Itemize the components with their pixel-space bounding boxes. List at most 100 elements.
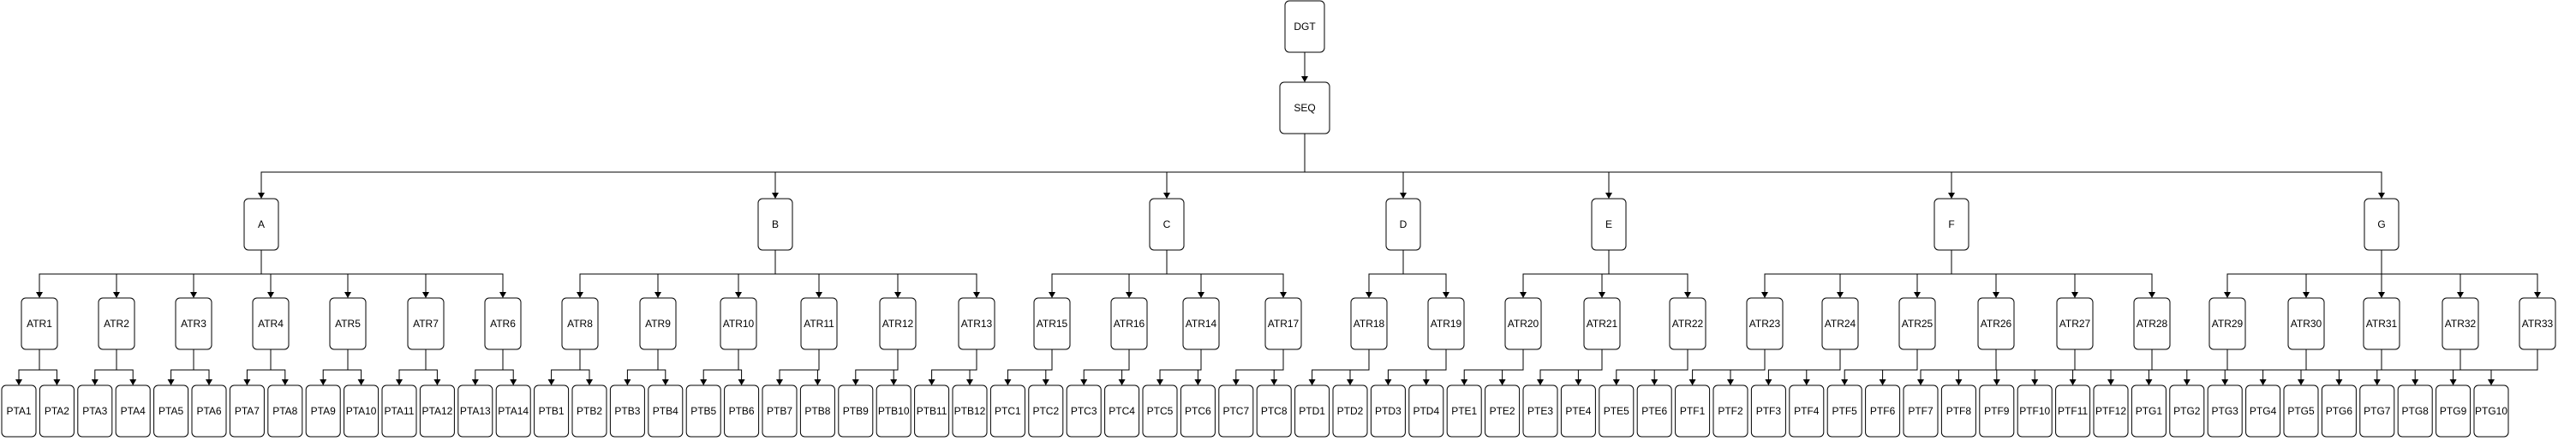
node-atr2[interactable]: ATR2 [98,297,135,350]
node-pta1[interactable]: PTA1 [1,384,37,438]
node-pta9[interactable]: PTA9 [305,384,341,438]
node-ptd1[interactable]: PTD1 [1294,384,1330,438]
node-ptg7[interactable]: PTG7 [2359,384,2395,438]
node-ptg3[interactable]: PTG3 [2207,384,2243,438]
node-group-c[interactable]: C [1149,198,1185,251]
node-pta11[interactable]: PTA11 [381,384,417,438]
node-ptb3[interactable]: PTB3 [609,384,645,438]
node-ptb7[interactable]: PTB7 [762,384,798,438]
node-ptf11[interactable]: PTF11 [2055,384,2091,438]
node-pta3[interactable]: PTA3 [77,384,113,438]
node-ptg9[interactable]: PTG9 [2436,384,2471,438]
node-ptd3[interactable]: PTD3 [1370,384,1406,438]
node-atr1[interactable]: ATR1 [21,297,58,350]
node-ptf5[interactable]: PTF5 [1826,384,1862,438]
node-seq[interactable]: SEQ [1279,81,1330,134]
node-atr11[interactable]: ATR11 [800,297,838,350]
node-ptb9[interactable]: PTB9 [838,384,874,438]
node-dgt[interactable]: DGT [1284,0,1325,53]
node-group-a[interactable]: A [243,198,279,251]
node-atr23[interactable]: ATR23 [1746,297,1784,350]
node-group-d[interactable]: D [1385,198,1421,251]
node-pta14[interactable]: PTA14 [495,384,531,438]
node-ptf4[interactable]: PTF4 [1789,384,1825,438]
node-pta13[interactable]: PTA13 [457,384,493,438]
node-atr21[interactable]: ATR21 [1583,297,1621,350]
node-pta8[interactable]: PTA8 [267,384,303,438]
node-pta5[interactable]: PTA5 [153,384,189,438]
node-pte2[interactable]: PTE2 [1485,384,1521,438]
node-ptb6[interactable]: PTB6 [724,384,760,438]
node-ptd2[interactable]: PTD2 [1332,384,1368,438]
node-atr33[interactable]: ATR33 [2519,297,2556,350]
node-atr30[interactable]: ATR30 [2287,297,2325,350]
node-ptf8[interactable]: PTF8 [1940,384,1976,438]
node-atr17[interactable]: ATR17 [1264,297,1302,350]
node-atr25[interactable]: ATR25 [1898,297,1936,350]
node-atr8[interactable]: ATR8 [561,297,599,350]
node-atr16[interactable]: ATR16 [1110,297,1148,350]
node-atr32[interactable]: ATR32 [2442,297,2479,350]
node-atr13[interactable]: ATR13 [958,297,995,350]
node-atr7[interactable]: ATR7 [407,297,445,350]
node-atr6[interactable]: ATR6 [484,297,522,350]
node-ptb11[interactable]: PTB11 [914,384,950,438]
node-atr19[interactable]: ATR19 [1427,297,1465,350]
node-ptg8[interactable]: PTG8 [2397,384,2433,438]
node-atr15[interactable]: ATR15 [1033,297,1071,350]
node-ptf6[interactable]: PTF6 [1865,384,1901,438]
node-atr9[interactable]: ATR9 [639,297,677,350]
node-group-b[interactable]: B [757,198,793,251]
node-atr20[interactable]: ATR20 [1504,297,1542,350]
node-ptc6[interactable]: PTC6 [1180,384,1216,438]
node-ptb8[interactable]: PTB8 [799,384,835,438]
node-ptf10[interactable]: PTF10 [2017,384,2053,438]
node-ptf12[interactable]: PTF12 [2093,384,2129,438]
node-atr22[interactable]: ATR22 [1669,297,1706,350]
node-atr14[interactable]: ATR14 [1182,297,1220,350]
node-pte3[interactable]: PTE3 [1522,384,1558,438]
node-pte4[interactable]: PTE4 [1560,384,1596,438]
node-pte5[interactable]: PTE5 [1599,384,1635,438]
node-ptf1[interactable]: PTF1 [1675,384,1711,438]
node-pte1[interactable]: PTE1 [1446,384,1482,438]
node-atr4[interactable]: ATR4 [252,297,290,350]
node-atr18[interactable]: ATR18 [1350,297,1388,350]
node-pta12[interactable]: PTA12 [419,384,455,438]
node-ptc8[interactable]: PTC8 [1256,384,1292,438]
node-ptf9[interactable]: PTF9 [1979,384,2015,438]
node-ptg5[interactable]: PTG5 [2283,384,2319,438]
node-group-g[interactable]: G [2364,198,2400,251]
node-ptb5[interactable]: PTB5 [685,384,721,438]
node-ptd4[interactable]: PTD4 [1408,384,1444,438]
node-atr31[interactable]: ATR31 [2363,297,2400,350]
node-ptb12[interactable]: PTB12 [952,384,988,438]
node-ptb1[interactable]: PTB1 [534,384,570,438]
node-atr12[interactable]: ATR12 [879,297,917,350]
node-ptg10[interactable]: PTG10 [2473,384,2509,438]
node-pte6[interactable]: PTE6 [1636,384,1672,438]
node-ptc3[interactable]: PTC3 [1066,384,1102,438]
node-atr5[interactable]: ATR5 [329,297,367,350]
node-ptg1[interactable]: PTG1 [2131,384,2167,438]
node-ptb2[interactable]: PTB2 [571,384,607,438]
node-ptc4[interactable]: PTC4 [1104,384,1140,438]
node-atr3[interactable]: ATR3 [175,297,212,350]
node-group-f[interactable]: F [1933,198,1969,251]
node-pta10[interactable]: PTA10 [344,384,380,438]
node-ptf7[interactable]: PTF7 [1903,384,1939,438]
node-atr27[interactable]: ATR27 [2056,297,2094,350]
node-ptg2[interactable]: PTG2 [2169,384,2205,438]
node-atr26[interactable]: ATR26 [1977,297,2015,350]
node-group-e[interactable]: E [1591,198,1627,251]
node-ptb4[interactable]: PTB4 [648,384,684,438]
node-ptf2[interactable]: PTF2 [1712,384,1748,438]
node-atr29[interactable]: ATR29 [2208,297,2246,350]
node-pta7[interactable]: PTA7 [229,384,265,438]
node-ptc1[interactable]: PTC1 [989,384,1025,438]
node-pta2[interactable]: PTA2 [39,384,75,438]
node-pta6[interactable]: PTA6 [191,384,227,438]
node-atr10[interactable]: ATR10 [720,297,757,350]
node-ptf3[interactable]: PTF3 [1750,384,1786,438]
node-ptc5[interactable]: PTC5 [1142,384,1178,438]
